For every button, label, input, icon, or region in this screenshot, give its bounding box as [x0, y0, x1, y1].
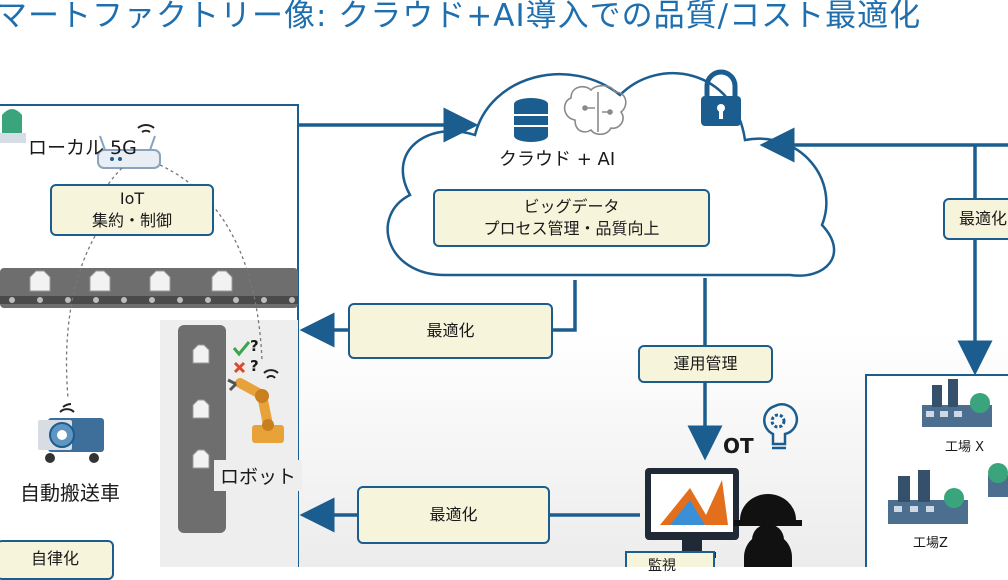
- agv-label: 自動搬送車: [20, 481, 120, 505]
- local-5g-label: ローカル 5G: [28, 137, 137, 159]
- optimize-bottom-box: 最適化: [357, 486, 550, 544]
- lightbulb-gear-icon: [763, 403, 799, 450]
- monitor-label-box: [625, 551, 715, 567]
- robot-mark-2: ?: [250, 357, 259, 375]
- router-icon: [97, 124, 161, 169]
- agv-icon: [38, 403, 104, 463]
- autonomy-box: 自律化: [0, 540, 114, 580]
- signal-light-icon: [0, 109, 26, 143]
- optimize-bottom-label: 最適化: [429, 505, 478, 524]
- bigdata-line2: プロセス管理・品質向上: [483, 219, 660, 238]
- robot-arm-icon: [227, 369, 284, 443]
- lock-icon: [701, 69, 741, 126]
- conveyor-belt: [0, 268, 298, 308]
- optimize-top-box: 最適化: [348, 303, 553, 359]
- operations-label: 運用管理: [673, 354, 738, 373]
- ot-label: OT: [723, 434, 754, 458]
- dashed-links: [65, 164, 263, 399]
- factory-x-label: 工場 X: [945, 440, 985, 455]
- optimize-right-box: 最適化: [943, 198, 1008, 240]
- page-title: マートファクトリー像: クラウド+AI導入での品質/コスト最適化: [0, 0, 922, 34]
- optimize-top-label: 最適化: [426, 321, 475, 340]
- iot-box: IoT 集約・制御: [50, 184, 214, 236]
- iot-line2: 集約・制御: [91, 211, 172, 230]
- optimize-right-label: 最適化: [959, 209, 1008, 228]
- factory-icon: [888, 379, 1008, 524]
- bigdata-line1: ビッグデータ: [523, 197, 620, 216]
- worker-icon: [734, 494, 802, 567]
- quality-check-marks: [232, 341, 251, 374]
- bigdata-box: ビッグデータ プロセス管理・品質向上: [433, 189, 710, 247]
- robot-label: ロボット: [214, 460, 303, 491]
- cloud-label: クラウド + AI: [499, 149, 616, 170]
- iot-line1: IoT: [119, 189, 145, 208]
- monitor-label: 監視: [648, 558, 676, 574]
- database-icon: [514, 98, 548, 142]
- brain-icon: [563, 84, 627, 136]
- diagram-canvas: [0, 69, 1008, 567]
- factory-z-label: 工場Z: [913, 536, 948, 551]
- vertical-conveyor: [178, 325, 226, 533]
- autonomy-label: 自律化: [30, 549, 79, 568]
- monitor-icon: [645, 468, 739, 558]
- robot-mark-1: ?: [250, 337, 259, 355]
- operations-box: 運用管理: [638, 345, 773, 383]
